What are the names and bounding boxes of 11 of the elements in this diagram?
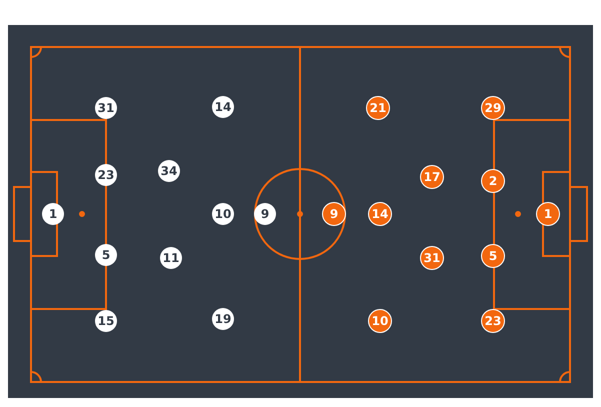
player-marker: 31 xyxy=(421,247,443,269)
player-marker: 9 xyxy=(323,203,345,225)
player-marker: 23 xyxy=(482,310,504,332)
player-marker: 21 xyxy=(367,97,389,119)
player-marker: 14 xyxy=(369,203,391,225)
player-marker: 2 xyxy=(482,170,504,192)
player-marker: 17 xyxy=(421,166,443,188)
player-marker: 1 xyxy=(537,203,559,225)
player-marker: 29 xyxy=(482,97,504,119)
player-marker: 5 xyxy=(482,245,504,267)
player-marker: 10 xyxy=(369,310,391,332)
